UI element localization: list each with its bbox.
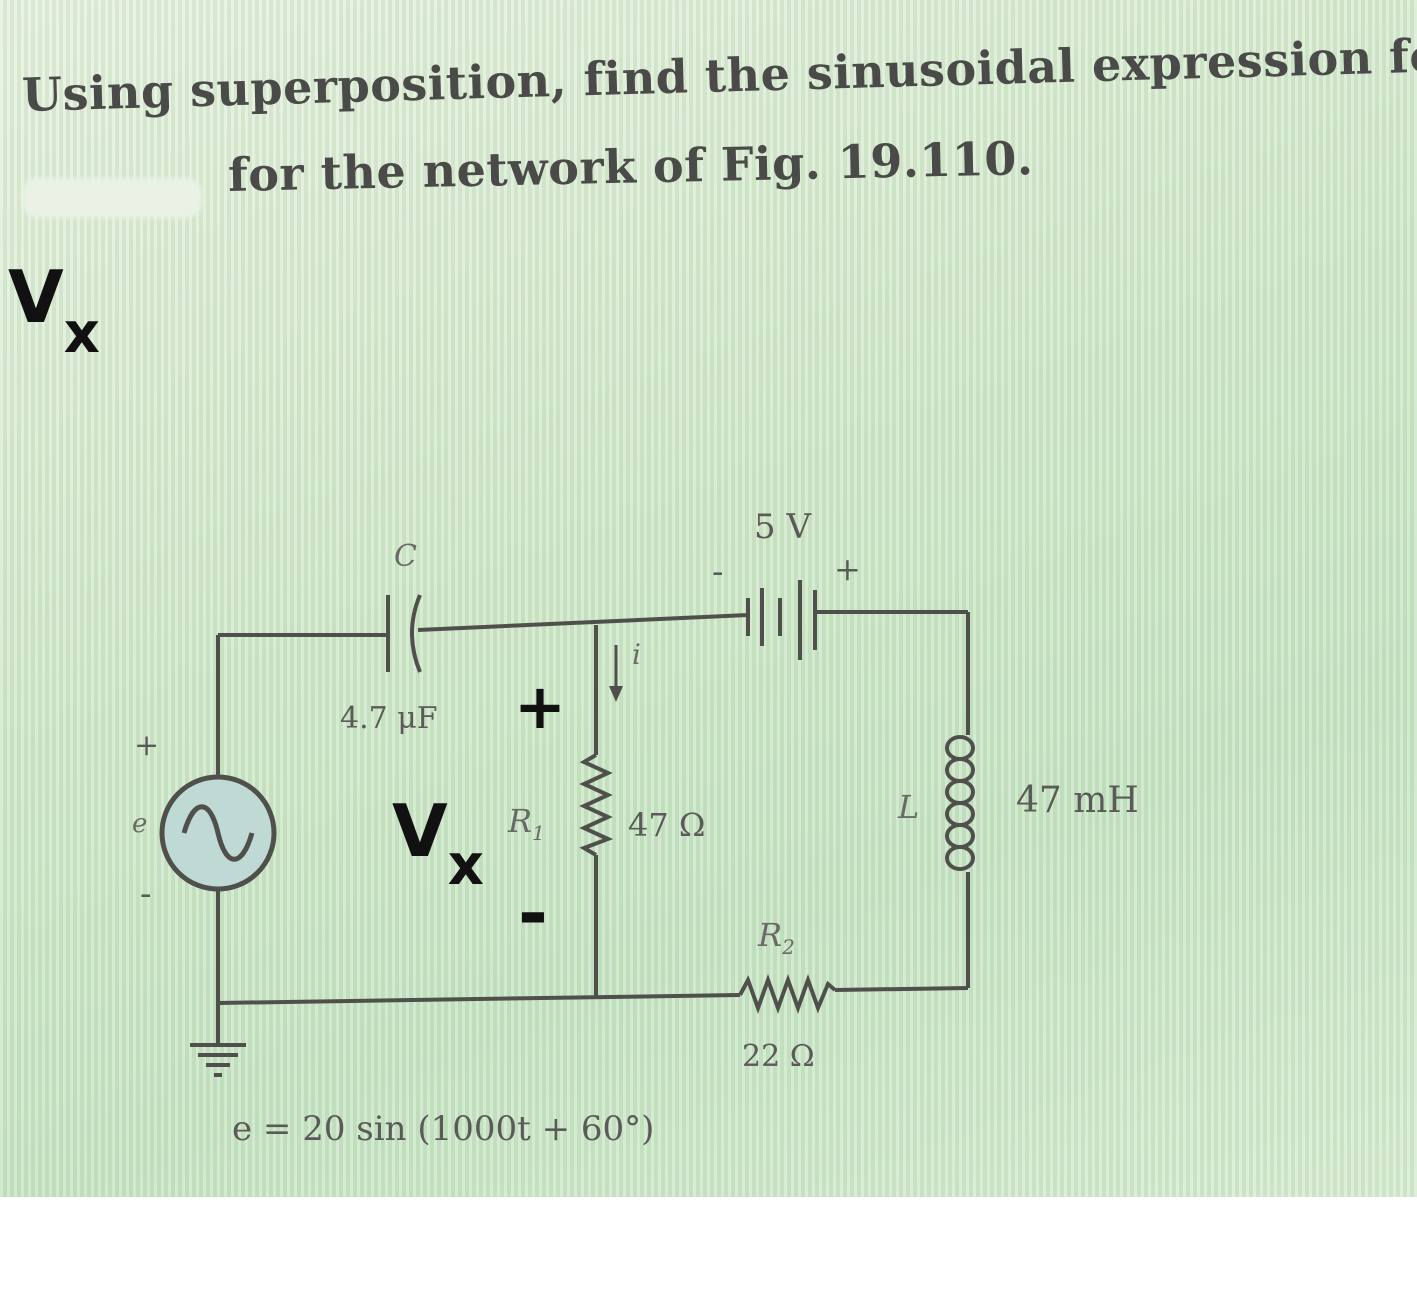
- wires: [216, 610, 970, 1045]
- ac-source-icon: [159, 774, 277, 892]
- handwritten-vx-heading: Vx: [8, 255, 100, 366]
- circuit-diagram: Vx: [8, 255, 1139, 1149]
- source-name: e: [132, 809, 147, 839]
- heading-x: x: [64, 301, 100, 366]
- battery-value: 5 V: [754, 507, 812, 547]
- heading-v: V: [8, 255, 64, 339]
- current-label: i: [632, 638, 641, 671]
- handwritten-vx-label: Vx: [392, 789, 484, 898]
- source-expression: e = 20 sin (1000t + 60°): [232, 1109, 654, 1149]
- r2-name: R2: [757, 916, 795, 959]
- source-plus: +: [134, 728, 159, 763]
- capacitor-value: 4.7 μF: [340, 701, 438, 736]
- ground-icon: [190, 1043, 246, 1077]
- resistor-r2: [738, 974, 837, 1014]
- r2-value: 22 Ω: [742, 1039, 815, 1074]
- inductor-name: L: [897, 788, 919, 826]
- inductor-coil: [945, 735, 975, 871]
- source-minus: -: [140, 874, 152, 914]
- smudge: [22, 178, 202, 218]
- inductor-value: 47 mH: [1016, 780, 1139, 821]
- r1-name: R1: [507, 802, 545, 845]
- battery: [746, 580, 817, 660]
- textbook-photo: Using superposition, find the sinusoidal…: [0, 0, 1417, 1197]
- handwritten-minus: -: [518, 871, 548, 955]
- resistor-r1: [579, 753, 614, 857]
- battery-minus: -: [712, 552, 724, 592]
- capacitor: [386, 594, 422, 673]
- capacitor-name: C: [394, 539, 417, 574]
- handwritten-plus: +: [514, 670, 566, 743]
- current-arrow-icon: [609, 645, 623, 702]
- battery-plus: +: [834, 550, 861, 588]
- r1-value: 47 Ω: [628, 806, 705, 844]
